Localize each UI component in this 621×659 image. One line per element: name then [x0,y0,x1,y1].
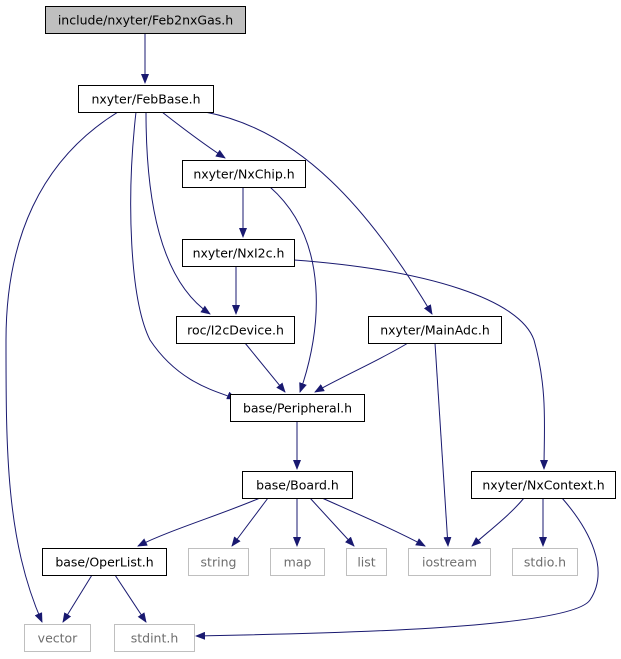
node-string[interactable]: string [188,548,249,576]
edge-febbase-to-peripheral [130,111,237,400]
node-label-iostream: iostream [422,555,477,570]
node-box-mainadc [368,316,502,344]
node-iostream[interactable]: iostream [408,548,491,576]
node-box-vector [24,624,91,652]
edge-febbase-to-vector [5,111,119,623]
node-box-board [242,471,353,499]
node-stdio[interactable]: stdio.h [512,548,578,576]
edge-nxcontext-to-iostream [471,497,525,547]
node-label-nxchip: nxyter/NxChip.h [193,167,294,182]
node-label-board: base/Board.h [256,478,339,493]
node-list[interactable]: list [346,548,387,576]
edge-operlist-to-stdint [114,574,147,623]
node-label-vector: vector [38,631,79,646]
node-box-string [188,548,249,576]
node-label-stdint: stdint.h [131,631,179,646]
node-label-i2cdevice: roc/I2cDevice.h [187,323,284,338]
edge-nxcontext-to-stdint [195,497,599,640]
edge-board-to-operlist [137,497,261,547]
node-label-operlist: base/OperList.h [55,555,153,570]
edge-mainadc-to-peripheral [314,342,409,393]
node-febbase[interactable]: nxyter/FebBase.h [78,85,214,113]
node-label-peripheral: base/Peripheral.h [243,401,352,416]
edge-nxi2c-to-nxcontext [293,259,549,470]
node-peripheral[interactable]: base/Peripheral.h [230,394,365,422]
node-box-stdio [512,548,578,576]
node-label-mainadc: nxyter/MainAdc.h [380,323,490,338]
node-label-feb2nxgas: include/nxyter/Feb2nxGas.h [58,13,233,28]
node-label-list: list [357,555,375,570]
node-stdint[interactable]: stdint.h [114,624,195,652]
edge-board-to-iostream [321,497,426,547]
node-vector[interactable]: vector [24,624,91,652]
node-i2cdevice[interactable]: roc/I2cDevice.h [176,316,295,344]
nodes: include/nxyter/Feb2nxGas.h nxyter/FebBase… [24,6,616,652]
node-label-stdio: stdio.h [524,555,566,570]
edge-board-to-string [231,497,269,547]
node-label-febbase: nxyter/FebBase.h [91,92,200,107]
node-nxcontext[interactable]: nxyter/NxContext.h [471,471,616,499]
node-box-iostream [408,548,491,576]
edge-nxchip-to-peripheral [269,186,317,393]
node-box-feb2nxgas [45,6,246,34]
node-box-peripheral [230,394,365,422]
node-box-febbase [78,85,214,113]
edge-febbase-to-mainadc [204,111,433,315]
edge-board-to-list [309,497,355,547]
node-box-nxcontext [471,471,616,499]
node-box-stdint [114,624,195,652]
node-label-map: map [284,555,312,570]
edge-operlist-to-vector [62,574,93,623]
edge-i2cdevice-to-peripheral [244,342,286,393]
node-label-nxcontext: nxyter/NxContext.h [482,478,604,493]
node-nxchip[interactable]: nxyter/NxChip.h [182,160,306,188]
node-box-list [346,548,387,576]
node-mainadc[interactable]: nxyter/MainAdc.h [368,316,502,344]
node-nxi2c[interactable]: nxyter/NxI2c.h [182,239,295,267]
node-box-map [270,548,325,576]
node-operlist[interactable]: base/OperList.h [42,548,167,576]
node-box-operlist [42,548,167,576]
node-feb2nxgas[interactable]: include/nxyter/Feb2nxGas.h [45,6,246,34]
edges [5,33,599,640]
node-box-nxchip [182,160,306,188]
node-map[interactable]: map [270,548,325,576]
node-box-nxi2c [182,239,295,267]
edge-febbase-to-i2cdevice [145,111,211,315]
node-box-i2cdevice [176,316,295,344]
edge-mainadc-to-iostream [434,342,452,547]
node-board[interactable]: base/Board.h [242,471,353,499]
edge-febbase-to-nxchip [161,111,226,159]
node-label-nxi2c: nxyter/NxI2c.h [193,246,285,261]
node-label-string: string [201,555,237,570]
